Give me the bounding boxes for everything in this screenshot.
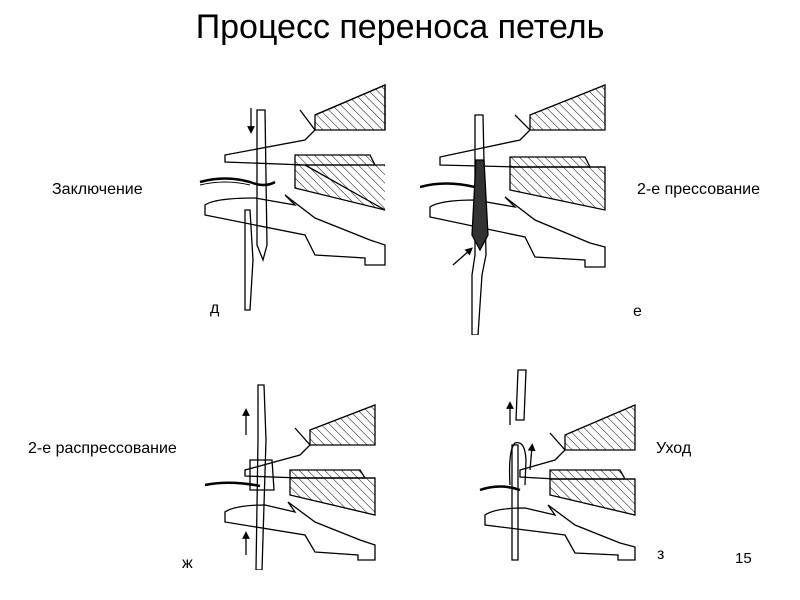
step-label-2nd-depressing: 2-е распрессование [28,440,177,457]
step-label-ukhod: Уход [656,440,692,457]
page-title: Процесс переноса петель [195,8,605,46]
figure-letter-z: з [657,546,665,563]
figure-letter-zh: ж [182,555,193,572]
figure-zaklyuchenie [195,70,395,320]
figure-2nd-depressing [200,380,380,570]
step-label-2nd-pressing: 2-е прессование [637,181,760,198]
step-label-zaklyuchenie: Заключение [52,181,143,198]
figure-letter-e: е [633,303,642,320]
figure-ukhod [470,365,650,565]
figure-2nd-pressing [420,75,620,335]
figure-letter-d: д [210,300,220,317]
page-number: 15 [735,550,752,567]
